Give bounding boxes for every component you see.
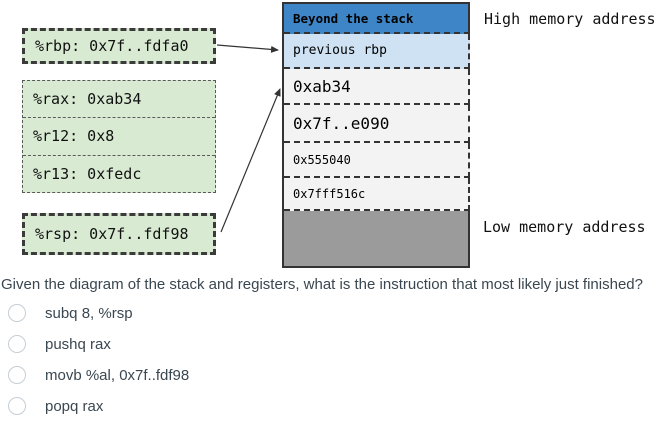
radio-button[interactable]: [8, 397, 26, 415]
question-text: Given the diagram of the stack and regis…: [1, 276, 643, 293]
register-rax-value: %rax: 0xab34: [33, 90, 142, 109]
register-r12-value: %r12: 0x8: [33, 127, 115, 146]
option-label: movb %al, 0x7f..fdf98: [45, 366, 190, 384]
rsp-arrow: [220, 88, 281, 233]
stack-cell-unused: [284, 211, 470, 266]
register-r13-row: %r13: 0xfedc: [23, 156, 215, 192]
stack-cell-value: 0xab34: [284, 69, 470, 105]
radio-button[interactable]: [8, 304, 26, 322]
option-label: popq rax: [45, 397, 104, 415]
stack-cell-value: 0x7fff516c: [284, 178, 470, 211]
register-rbp-box: %rbp: 0x7f..fdfa0: [22, 28, 216, 64]
register-rax-row: %rax: 0xab34: [23, 81, 215, 119]
option-row-pushq[interactable]: pushq rax: [8, 334, 111, 354]
register-group-box: %rax: 0xab34 %r12: 0x8 %r13: 0xfedc: [22, 80, 216, 193]
stack-cell-value: 0x555040: [284, 143, 470, 178]
option-row-popq[interactable]: popq rax: [8, 396, 103, 416]
radio-button[interactable]: [8, 335, 26, 353]
stack-cell-beyond: Beyond the stack: [284, 4, 470, 34]
rbp-arrow: [216, 44, 279, 53]
register-rbp-value: %rbp: 0x7f..fdfa0: [35, 37, 189, 55]
stack-registers-diagram: %rbp: 0x7f..fdfa0 %rax: 0xab34 %r12: 0x8…: [22, 2, 656, 268]
register-rsp-box: %rsp: 0x7f..fdf98: [22, 213, 216, 255]
high-memory-label: High memory address: [484, 10, 656, 28]
stack-cell-value: 0x7f..e090: [284, 105, 470, 143]
option-label: subq 8, %rsp: [45, 304, 133, 322]
radio-button[interactable]: [8, 366, 26, 384]
low-memory-label: Low memory address: [483, 218, 646, 236]
register-r12-row: %r12: 0x8: [23, 118, 215, 156]
register-rsp-value: %rsp: 0x7f..fdf98: [35, 225, 189, 243]
option-label: pushq rax: [45, 335, 111, 353]
register-r13-value: %r13: 0xfedc: [33, 164, 142, 183]
stack-cell-previous-rbp: previous rbp: [284, 34, 470, 69]
stack-column: Beyond the stack previous rbp 0xab34 0x7…: [282, 2, 470, 268]
option-row-movb[interactable]: movb %al, 0x7f..fdf98: [8, 365, 189, 385]
option-row-subq[interactable]: subq 8, %rsp: [8, 303, 133, 323]
